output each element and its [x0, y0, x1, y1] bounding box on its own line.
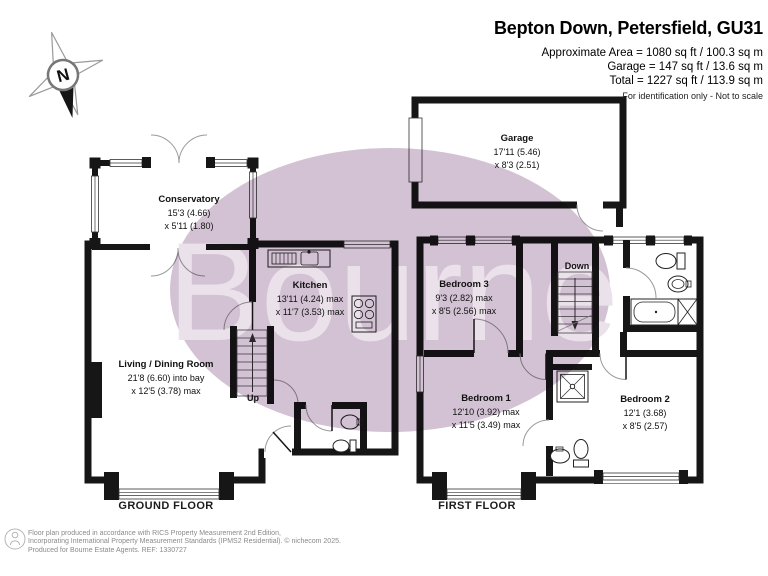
ground-floor-plan	[84, 134, 399, 500]
area-total-line: Approximate Area = 1080 sq ft / 100.3 sq…	[541, 47, 763, 59]
stairs-down	[551, 240, 599, 357]
footer: Floor plan produced in accordance with R…	[28, 530, 341, 555]
garage-door	[408, 117, 423, 183]
header: Bepton Down, Petersfield, GU31 Approxima…	[494, 18, 763, 101]
bathroom	[623, 240, 700, 332]
nichecom-person-icon	[4, 528, 26, 550]
footer-line: Incorporating International Property Mea…	[28, 538, 341, 546]
area-sum-line: Total = 1227 sq ft / 113.9 sq m	[609, 75, 763, 87]
watermark-ellipse	[170, 148, 610, 432]
stairs-up-label: Up	[247, 393, 259, 403]
sink-icon	[340, 414, 363, 430]
bay-window	[104, 470, 234, 500]
room-label-conservatory: Conservatory 15'3 (4.66) x 5'11 (1.80)	[158, 194, 220, 231]
footer-line: Produced for Bourne Estate Agents. REF: …	[28, 546, 187, 554]
compass-north-label: N	[55, 65, 72, 87]
wc-room	[294, 401, 367, 453]
first-floor-plan	[414, 235, 704, 500]
watermark-text: Bourne	[167, 213, 618, 370]
footer-line: Floor plan produced in accordance with R…	[28, 530, 281, 537]
stairs-down-label: Down	[564, 261, 590, 271]
kitchen-sink-icon	[267, 249, 331, 268]
airing-cupboard-icon	[677, 298, 698, 326]
page-title: Bepton Down, Petersfield, GU31	[493, 18, 763, 38]
compass-icon: N	[28, 31, 104, 119]
disclaimer: For identification only - Not to scale	[622, 91, 763, 101]
room-label-kitchen: Kitchen 13'11 (4.24) max x 11'7 (3.53) m…	[275, 280, 345, 317]
area-garage-line: Garage = 147 sq ft / 13.6 sq m	[607, 61, 763, 73]
ensuite	[522, 357, 592, 476]
room-label-bedroom1: Bedroom 1 12'10 (3.92) max x 11'5 (3.49)…	[451, 393, 521, 430]
ground-floor-label: GROUND FLOOR	[118, 500, 214, 512]
bath-icon	[630, 298, 679, 326]
sink-icon	[550, 446, 570, 464]
room-label-garage: Garage 17'11 (5.46) x 8'3 (2.51)	[493, 133, 541, 170]
front-door	[264, 425, 292, 458]
hob-icon	[351, 295, 377, 333]
room-label-living-dining: Living / Dining Room 21'8 (6.60) into ba…	[118, 359, 214, 396]
room-label-bedroom3: Bedroom 3 9'3 (2.82) max x 8'5 (2.56) ma…	[431, 279, 497, 316]
toilet-icon	[332, 439, 357, 453]
shower-icon	[556, 370, 589, 403]
first-floor-label: FIRST FLOOR	[438, 500, 516, 512]
toilet-icon	[655, 252, 686, 270]
room-label-bedroom2: Bedroom 2 12'1 (3.68) x 8'5 (2.57)	[620, 394, 670, 431]
bay-window	[432, 470, 536, 500]
toilet-icon	[573, 439, 589, 468]
sink-icon	[667, 275, 692, 293]
